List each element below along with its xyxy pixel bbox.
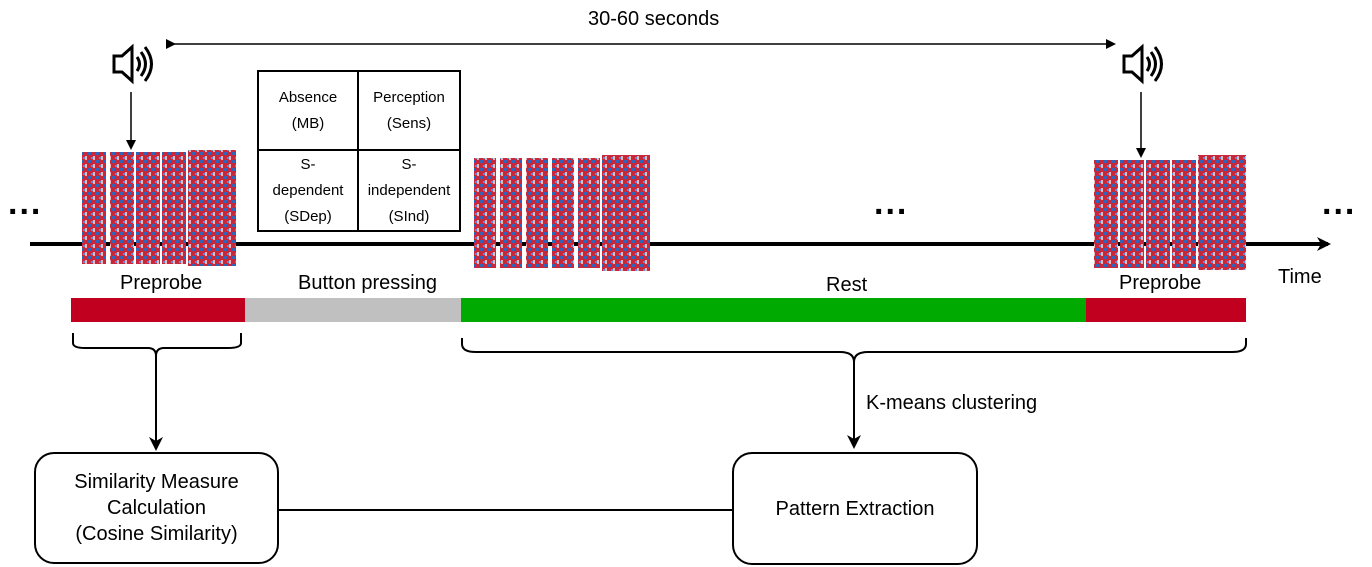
- ellipsis-left: ...: [8, 184, 43, 222]
- cell-s-independent: S- independent (SInd): [367, 155, 451, 225]
- speaker-icon: [112, 43, 153, 85]
- phase-label-button-pressing: Button pressing: [298, 272, 437, 294]
- time-axis-label: Time: [1278, 266, 1322, 288]
- phase-label-rest: Rest: [826, 274, 868, 296]
- response-options-grid: Absence (MB) Perception (Sens) S- depend…: [257, 70, 461, 232]
- connectivity-matrix-icon: [474, 155, 650, 271]
- button-pressing-bar: [245, 298, 461, 322]
- duration-label: 30-60 seconds: [588, 8, 720, 30]
- preprobe-bar: [71, 298, 245, 322]
- preprobe-brace: [72, 333, 242, 357]
- rest-brace: [461, 338, 1247, 363]
- phase-label-preprobe: Preprobe: [1119, 272, 1202, 294]
- speaker-icon: [1122, 43, 1163, 85]
- cell-s-dependent: S- dependent (SDep): [259, 151, 359, 230]
- cell-absence: Absence (MB): [259, 72, 359, 151]
- similarity-calculation-box: Similarity Measure Calculation (Cosine S…: [34, 452, 279, 564]
- ellipsis-middle: ...: [874, 184, 909, 222]
- connectivity-matrix-icon: [82, 150, 236, 266]
- pattern-extraction-box: Pattern Extraction: [732, 452, 978, 565]
- clustering-label: K-means clustering: [866, 392, 1038, 414]
- preprobe-bar: [1086, 298, 1246, 322]
- phase-label-preprobe: Preprobe: [120, 272, 203, 294]
- connectivity-matrix-icon: [1094, 155, 1246, 270]
- ellipsis-right: ...: [1322, 184, 1357, 222]
- rest-bar: [461, 298, 1086, 322]
- cell-perception: Perception (Sens): [359, 72, 459, 151]
